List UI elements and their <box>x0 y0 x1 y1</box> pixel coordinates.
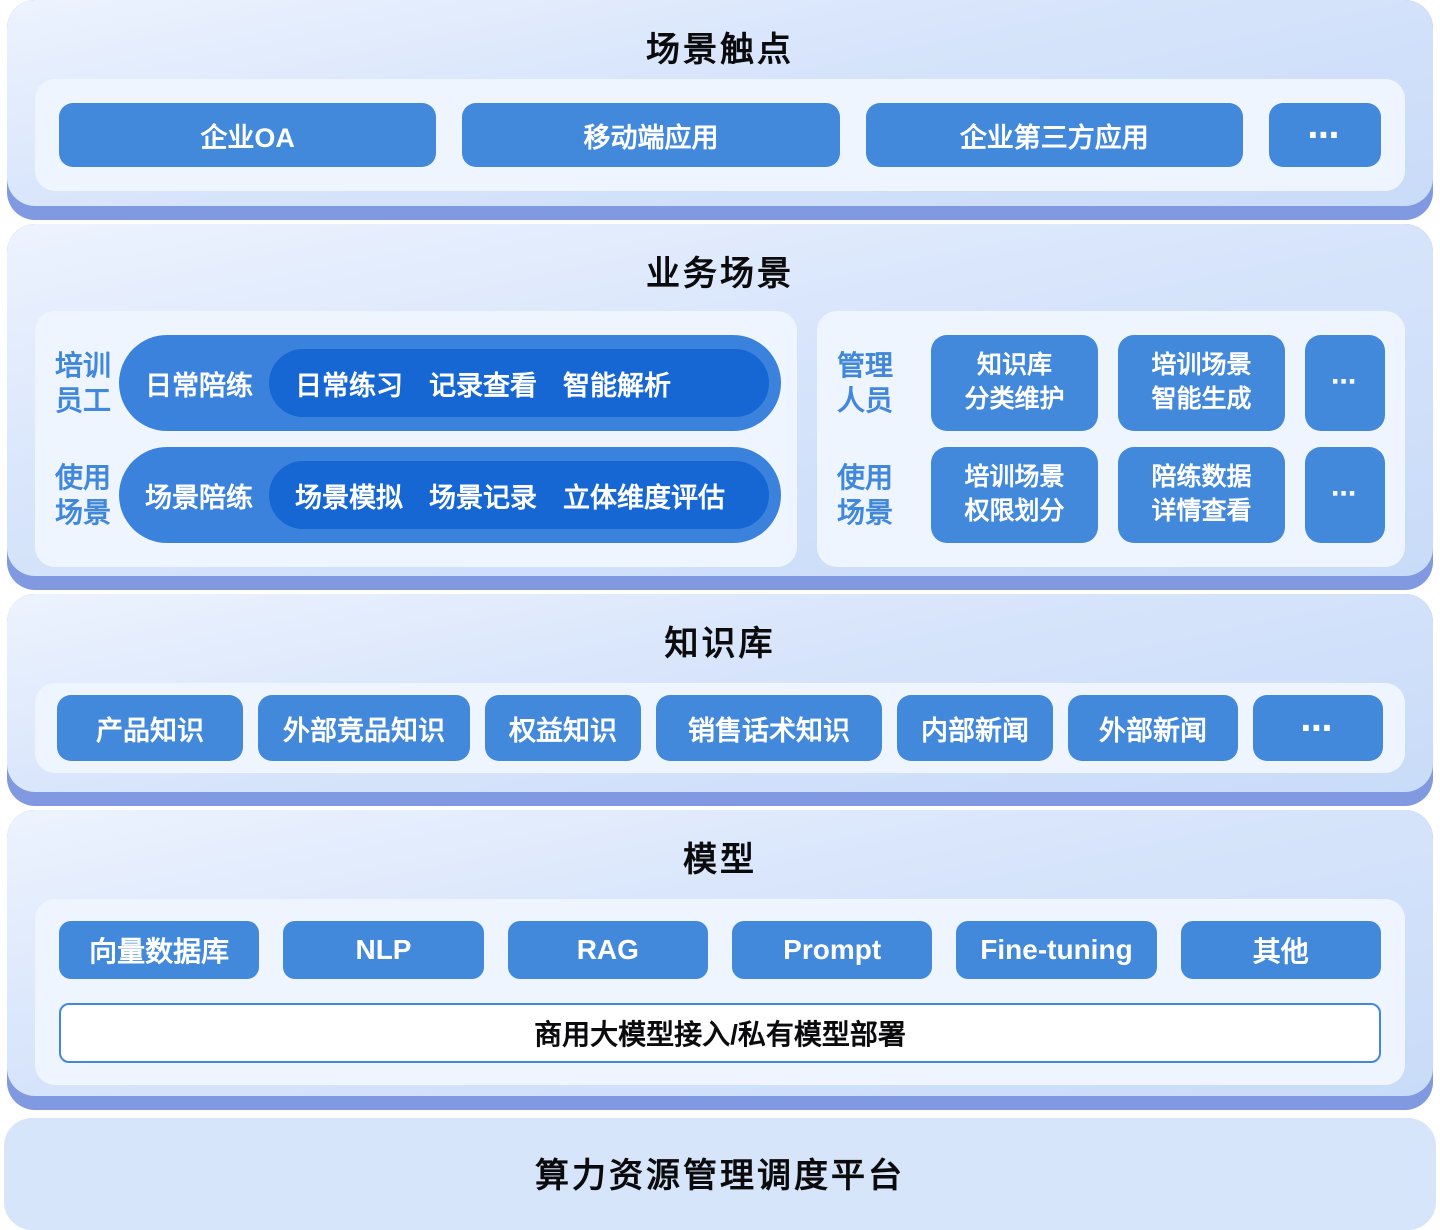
section-touchpoints: 场景触点 企业OA 移动端应用 企业第三方应用 ⋯ <box>7 0 1433 220</box>
manager-scenes-panel: 管理 人员 知识库 分类维护 培训场景 智能生成 ⋯ 使用 <box>817 311 1405 567</box>
section-model-body: 模型 向量数据库 NLP RAG Prompt Fine-tuning 其他 商… <box>7 810 1433 1096</box>
label-training-employee: 培训 员工 <box>55 350 112 416</box>
employee-row-daily: 培训 员工 日常陪练 日常练习 记录查看 智能解析 <box>45 335 781 431</box>
block-competitor-knowledge: 外部竞品知识 <box>258 695 470 761</box>
block-scene-auto-generation: 培训场景 智能生成 <box>1118 335 1285 431</box>
item-record-view: 记录查看 <box>429 370 537 401</box>
section-computing-platform: 算力资源管理调度平台 <box>4 1118 1436 1230</box>
item-daily-exercise: 日常练习 <box>295 370 403 401</box>
model-button-row: 向量数据库 NLP RAG Prompt Fine-tuning 其他 <box>59 921 1381 979</box>
block-prompt: Prompt <box>731 921 933 979</box>
business-panels: 培训 员工 日常陪练 日常练习 记录查看 智能解析 使用 <box>35 311 1405 567</box>
manager-row-2: 使用 场景 培训场景 权限划分 陪练数据 详情查看 ⋯ <box>837 447 1385 543</box>
knowledge-panel: 产品知识 外部竞品知识 权益知识 销售话术知识 内部新闻 外部新闻 ⋯ <box>35 683 1405 773</box>
item-scene-record: 场景记录 <box>429 482 537 513</box>
ellipsis-icon: ⋯ <box>1268 103 1381 167</box>
platform-title: 算力资源管理调度平台 <box>535 1157 905 1195</box>
section-business-body: 业务场景 培训 员工 日常陪练 日常练习 记录查看 智能解析 <box>7 224 1433 576</box>
pill-daily-practice-label: 日常陪练 <box>145 370 253 401</box>
label-manager: 管理 人员 <box>837 350 894 416</box>
model-title: 模型 <box>683 841 757 879</box>
block-internal-news: 内部新闻 <box>897 695 1053 761</box>
label-usage-scene-left: 使用 场景 <box>55 462 112 528</box>
section-touchpoints-body: 场景触点 企业OA 移动端应用 企业第三方应用 ⋯ <box>7 0 1433 206</box>
section-business-scenes: 业务场景 培训 员工 日常陪练 日常练习 记录查看 智能解析 <box>7 224 1433 590</box>
block-rights-knowledge: 权益知识 <box>485 695 641 761</box>
employee-scenes-panel: 培训 员工 日常陪练 日常练习 记录查看 智能解析 使用 <box>35 311 797 567</box>
label-usage-scene-right: 使用 场景 <box>837 462 894 528</box>
block-vector-database: 向量数据库 <box>59 921 260 979</box>
section-knowledge-body: 知识库 产品知识 外部竞品知识 权益知识 销售话术知识 内部新闻 外部新闻 ⋯ <box>7 594 1433 792</box>
block-practice-data-detail: 陪练数据 详情查看 <box>1118 447 1285 543</box>
touchpoints-title: 场景触点 <box>646 31 794 69</box>
block-rag: RAG <box>507 921 708 979</box>
employee-row-scene: 使用 场景 场景陪练 场景模拟 场景记录 立体维度评估 <box>45 447 781 543</box>
block-product-knowledge: 产品知识 <box>57 695 243 761</box>
pill-daily-practice-items: 日常练习 记录查看 智能解析 <box>269 349 769 417</box>
item-smart-analysis: 智能解析 <box>563 370 671 401</box>
block-kb-classification: 知识库 分类维护 <box>931 335 1098 431</box>
block-enterprise-oa: 企业OA <box>59 103 437 167</box>
knowledge-title: 知识库 <box>664 625 776 663</box>
model-access-bar: 商用大模型接入/私有模型部署 <box>59 1003 1381 1063</box>
pill-scene-practice: 场景陪练 场景模拟 场景记录 立体维度评估 <box>119 447 781 543</box>
block-scene-permission: 培训场景 权限划分 <box>931 447 1098 543</box>
ellipsis-icon: ⋯ <box>1305 335 1385 431</box>
block-sales-script-knowledge: 销售话术知识 <box>656 695 882 761</box>
section-knowledge-base: 知识库 产品知识 外部竞品知识 权益知识 销售话术知识 内部新闻 外部新闻 ⋯ <box>7 594 1433 806</box>
block-mobile-app: 移动端应用 <box>462 103 840 167</box>
model-panel: 向量数据库 NLP RAG Prompt Fine-tuning 其他 商用大模… <box>35 899 1405 1085</box>
block-external-news: 外部新闻 <box>1068 695 1238 761</box>
ellipsis-icon: ⋯ <box>1305 447 1385 543</box>
manager-row-1: 管理 人员 知识库 分类维护 培训场景 智能生成 ⋯ <box>837 335 1385 431</box>
item-scene-simulation: 场景模拟 <box>295 482 403 513</box>
pill-daily-practice: 日常陪练 日常练习 记录查看 智能解析 <box>119 335 781 431</box>
block-third-party-app: 企业第三方应用 <box>865 103 1243 167</box>
block-other: 其他 <box>1180 921 1381 979</box>
block-fine-tuning: Fine-tuning <box>956 921 1157 979</box>
pill-scene-practice-items: 场景模拟 场景记录 立体维度评估 <box>269 461 769 529</box>
item-multi-dimension-eval: 立体维度评估 <box>563 482 725 513</box>
block-nlp: NLP <box>283 921 484 979</box>
pill-scene-practice-label: 场景陪练 <box>145 482 253 513</box>
ellipsis-icon: ⋯ <box>1253 695 1383 761</box>
section-model: 模型 向量数据库 NLP RAG Prompt Fine-tuning 其他 商… <box>7 810 1433 1110</box>
business-title: 业务场景 <box>646 255 794 293</box>
touchpoints-panel: 企业OA 移动端应用 企业第三方应用 ⋯ <box>35 79 1405 191</box>
